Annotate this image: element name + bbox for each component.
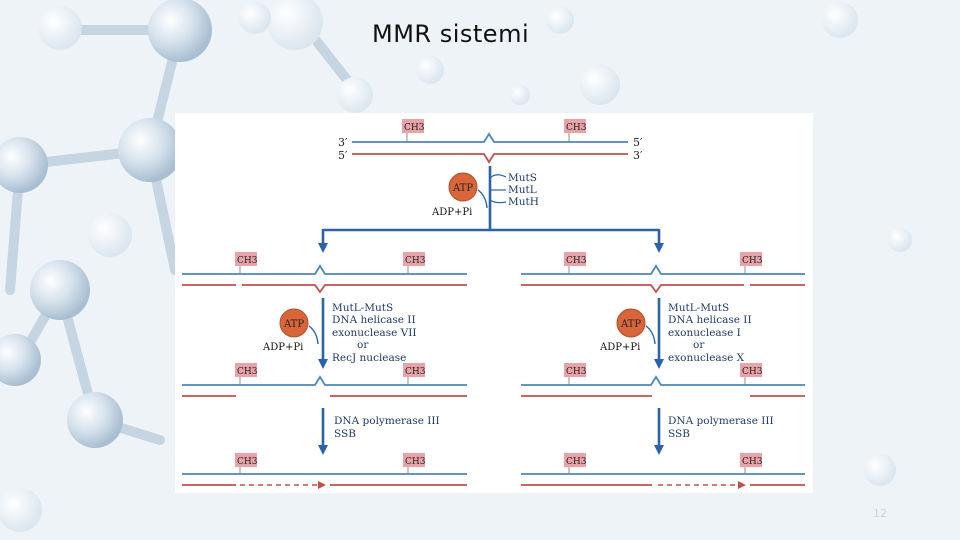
protein-mutl: MutL xyxy=(508,184,537,196)
enzyme-label: exonuclease X xyxy=(668,352,745,364)
methyl-label: CH3 xyxy=(742,457,763,467)
enzyme-label: exonuclease I xyxy=(668,327,741,339)
methyl-label: CH3 xyxy=(405,457,426,467)
atp-circle xyxy=(448,172,478,202)
right-end-bottom: 3′ xyxy=(633,149,643,162)
polymerase-label: SSB xyxy=(334,428,356,440)
enzyme-label: or xyxy=(357,339,369,351)
methyl-label: CH3 xyxy=(566,367,587,377)
atp-label: ATP xyxy=(283,319,304,330)
adp-label: ADP+Pi xyxy=(262,342,303,353)
enzyme-label: or xyxy=(693,339,705,351)
methyl-label: CH3 xyxy=(566,123,587,133)
atp-label: ATP xyxy=(452,183,473,194)
right-branch: CH3 CH3 ATP ADP+Pi MutL-MutS DNA helicas… xyxy=(521,252,805,489)
polymerase-label: SSB xyxy=(668,428,690,440)
methyl-label: CH3 xyxy=(237,367,258,377)
polymerase-label: DNA polymerase III xyxy=(668,415,774,427)
protein-muts: MutS xyxy=(508,172,537,184)
atp-label: ATP xyxy=(620,319,641,330)
methyl-label: CH3 xyxy=(405,256,426,266)
enzyme-label: exonuclease VII xyxy=(332,327,417,339)
protein-muth: MutH xyxy=(508,196,539,208)
enzyme-label: DNA helicase II xyxy=(668,314,752,326)
page-title: MMR sistemi xyxy=(372,20,530,48)
methyl-label: CH3 xyxy=(742,367,763,377)
methyl-label: CH3 xyxy=(742,256,763,266)
adp-label: ADP+Pi xyxy=(599,342,640,353)
polymerase-label: DNA polymerase III xyxy=(334,415,440,427)
enzyme-label: DNA helicase II xyxy=(332,314,416,326)
enzyme-label: MutL-MutS xyxy=(332,302,393,314)
enzyme-label: RecJ nuclease xyxy=(332,352,406,364)
left-branch: CH3 CH3 ATP ADP+Pi MutL-MutS DNA helicas… xyxy=(182,252,467,489)
top-red-strand xyxy=(352,153,628,164)
methyl-box xyxy=(402,119,424,133)
left-end-top: 3′ xyxy=(338,136,348,149)
methyl-label: CH3 xyxy=(237,457,258,467)
top-blue-strand xyxy=(352,132,628,143)
atp-circle xyxy=(616,308,646,338)
left-end-bottom: 5′ xyxy=(338,149,348,162)
methyl-label: CH3 xyxy=(566,457,587,467)
enzyme-label: MutL-MutS xyxy=(668,302,729,314)
atp-circle xyxy=(279,308,309,338)
page-number: 12 xyxy=(873,507,887,520)
right-end-top: 5′ xyxy=(633,136,643,149)
methyl-label: CH3 xyxy=(405,367,426,377)
top-duplex: 3′ 5′ 5′ 3′ CH3 CH3 ATP ADP+Pi MutS MutL… xyxy=(318,119,664,253)
methyl-label: CH3 xyxy=(566,256,587,266)
diagram-panel xyxy=(175,113,813,493)
branch-connector xyxy=(323,166,659,232)
methyl-box xyxy=(564,119,586,133)
methyl-label: CH3 xyxy=(237,256,258,266)
adp-label: ADP+Pi xyxy=(431,207,472,218)
methyl-label: CH3 xyxy=(404,123,425,133)
